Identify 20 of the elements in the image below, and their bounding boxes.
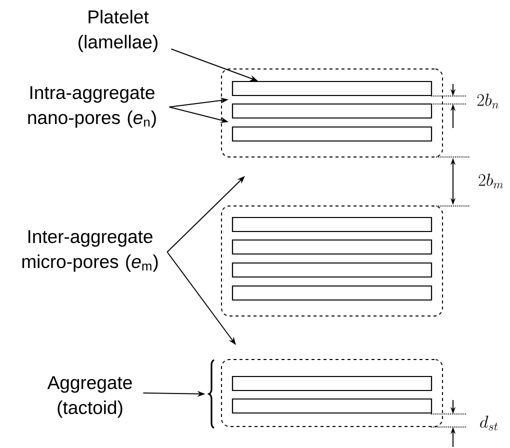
dimension-label: $2b_{n}$ (477, 94, 498, 108)
callout-text: Aggregate (tactoid) (47, 376, 132, 418)
dimension-label: $2b_{m}$ (478, 174, 504, 188)
brace (208, 359, 214, 429)
platelet (232, 126, 432, 142)
dimension-label: $d_{st}$ (480, 416, 498, 430)
callout-text: Inter-aggregate micro-pores (e$_{m}$) (22, 230, 158, 272)
platelet (232, 285, 432, 301)
aggregate-box (221, 68, 443, 158)
platelet (232, 398, 432, 414)
aggregate-box (221, 206, 443, 316)
platelet (232, 376, 432, 392)
callout-text: Platelet (lamellae) (78, 10, 158, 52)
platelet (232, 262, 432, 278)
platelet (232, 80, 432, 96)
platelet (232, 216, 432, 232)
callout-text: Intra-aggregate nano-pores (e$_{n}$) (28, 86, 156, 128)
platelet (232, 239, 432, 255)
aggregate-box (221, 359, 443, 427)
platelet (232, 103, 432, 119)
